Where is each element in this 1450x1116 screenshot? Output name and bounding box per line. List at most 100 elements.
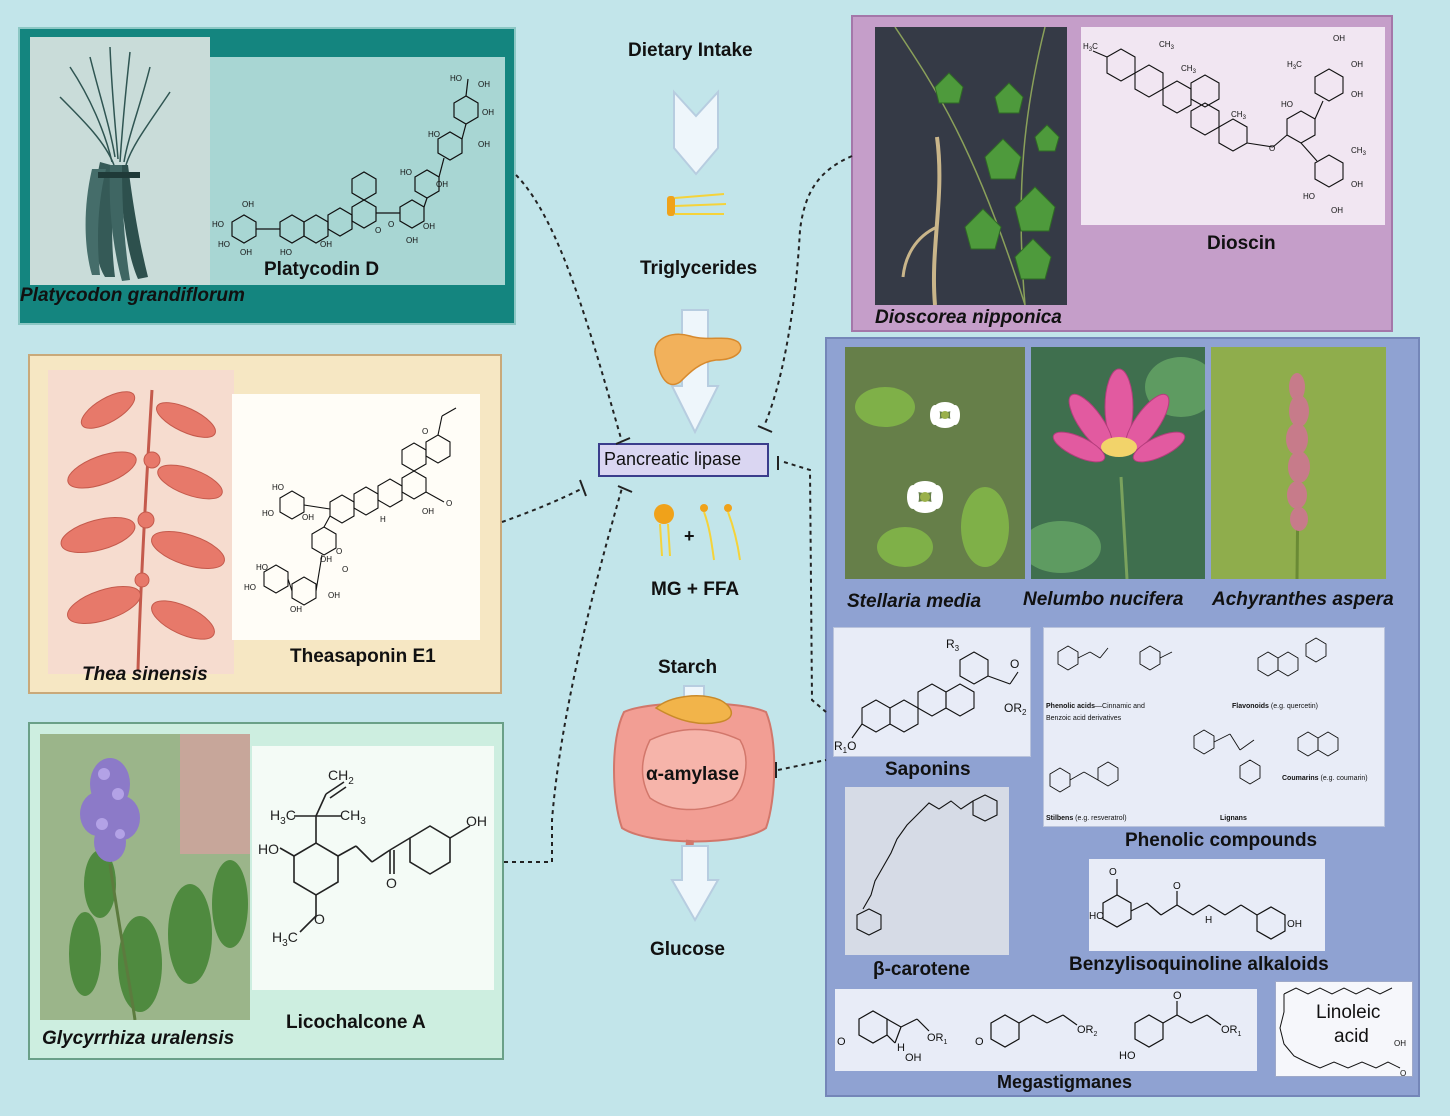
svg-text:H3C: H3C [272,929,298,949]
svg-text:Benzoic acid derivatives: Benzoic acid derivatives [1046,715,1122,722]
megastigmanes-label: Megastigmanes [997,1072,1133,1092]
svg-text:OH: OH [905,1052,922,1064]
svg-text:OH: OH [466,813,487,829]
svg-text:H: H [1205,915,1212,926]
plant-label: Glycyrrhiza uralensis [42,1028,235,1049]
svg-text:OH: OH [1331,206,1343,215]
svg-text:O: O [1010,657,1019,671]
plant-label: Platycodon grandiflorum [20,285,245,306]
svg-text:HO: HO [272,483,284,492]
svg-text:OH: OH [406,236,418,245]
svg-text:O: O [975,1036,984,1048]
glucose-label: Glucose [650,939,725,960]
plant-label: Stellaria media [847,591,982,612]
right-group-amylase-line [777,759,827,771]
plant-label: Nelumbo nucifera [1023,589,1184,610]
svg-text:OH: OH [240,248,252,257]
thea-inhibition-line [501,487,584,523]
svg-text:OR2: OR2 [1077,1024,1098,1038]
compound-label: Platycodin D [264,259,380,280]
thea-sinensis-illustration [48,370,234,674]
mg-ffa-label: MG + FFA [651,579,740,600]
svg-text:OR1: OR1 [1221,1024,1242,1038]
svg-text:OR1: OR1 [927,1032,948,1046]
dioscorea-nipponica-photo [875,27,1067,305]
svg-text:HO: HO [1303,192,1315,201]
phenolic-compounds-structure: Phenolic acids—Cinnamic and Benzoic acid… [1043,627,1385,827]
svg-text:OH: OH [1351,90,1363,99]
svg-text:H: H [897,1042,905,1054]
phenolic-compounds-label: Phenolic compounds [1125,830,1318,851]
stellaria-media-photo [845,347,1025,579]
starch-label: Starch [658,657,718,678]
saponins-label: Saponins [885,759,971,780]
svg-text:O: O [1173,881,1181,892]
glycyrrhiza-uralensis-photo [40,734,250,1020]
starch-arrow-icon [683,685,705,721]
svg-text:Stilbens (e.g. resveratrol): Stilbens (e.g. resveratrol) [1046,815,1127,822]
compound-label: Dioscin [1207,233,1276,254]
svg-text:O: O [342,565,348,574]
plant-label: Dioscorea nipponica [875,307,1062,328]
svg-text:OH: OH [1394,1039,1406,1048]
glucose-arrow-icon [670,845,720,923]
svg-text:O: O [314,911,325,927]
svg-text:OH: OH [320,240,332,249]
saponins-structure: R3 O OR2 R1O [833,627,1031,757]
svg-text:HO: HO [400,168,412,177]
svg-text:Phenolic acids—Cinnamic and: Phenolic acids—Cinnamic and [1046,703,1145,710]
svg-text:O: O [386,875,397,891]
svg-text:HO: HO [258,841,279,857]
pancreatic-lipase-label: Pancreatic lipase [604,449,742,469]
svg-text:OH: OH [482,108,494,117]
svg-text:OH: OH [1287,919,1302,930]
triglycerides-label: Triglycerides [640,258,758,279]
svg-text:O: O [837,1036,846,1048]
svg-text:CH3: CH3 [1351,146,1367,157]
svg-text:OH: OH [242,200,254,209]
svg-text:O: O [375,226,381,235]
glycyrrhiza-inhibition-line [504,487,623,863]
svg-text:OH: OH [290,605,302,614]
intestine-icon [613,695,776,887]
svg-text:HO: HO [1281,100,1293,109]
svg-text:HO: HO [262,509,274,518]
svg-text:HO: HO [1119,1050,1136,1062]
right-group-panel: Stellaria media Nelumbo nucifera Achyran… [825,337,1420,1097]
svg-text:CH3: CH3 [1159,40,1175,51]
svg-text:R1O: R1O [834,739,856,755]
beta-carotene-structure [845,787,1009,955]
licochalcone-a-structure: CH2 H3C CH3 HO OH O O H3C [252,746,494,990]
svg-text:CH3: CH3 [340,807,366,827]
svg-text:O: O [1269,144,1275,153]
achyranthes-aspera-photo [1211,347,1386,579]
svg-text:H3C: H3C [270,807,296,827]
svg-text:OH: OH [423,222,435,231]
svg-text:CH2: CH2 [328,767,354,787]
plant-label: Thea sinensis [82,664,208,685]
free-fatty-acid-icon [700,504,741,561]
monoglyceride-icon [654,504,674,557]
svg-text:O: O [1173,990,1182,1002]
platycodon-root-image [30,37,210,285]
triglyceride-icon [667,193,727,216]
beta-carotene-label: β-carotene [873,959,971,980]
svg-text:Lignans: Lignans [1220,815,1247,822]
dietary-intake-label: Dietary Intake [628,40,753,61]
chevron-down-icon [673,89,719,176]
down-arrow-icon [670,309,720,435]
svg-text:Flavonoids (e.g. quercetin): Flavonoids (e.g. quercetin) [1232,703,1318,710]
svg-text:CH3: CH3 [1231,110,1247,121]
svg-text:O: O [446,499,452,508]
benzylisoquinoline-alkaloids-label: Benzylisoquinoline alkaloids [1069,954,1329,975]
compound-label: Licochalcone A [286,1012,426,1033]
svg-text:HO: HO [450,74,462,83]
platycodon-inhibition-line [515,174,623,443]
